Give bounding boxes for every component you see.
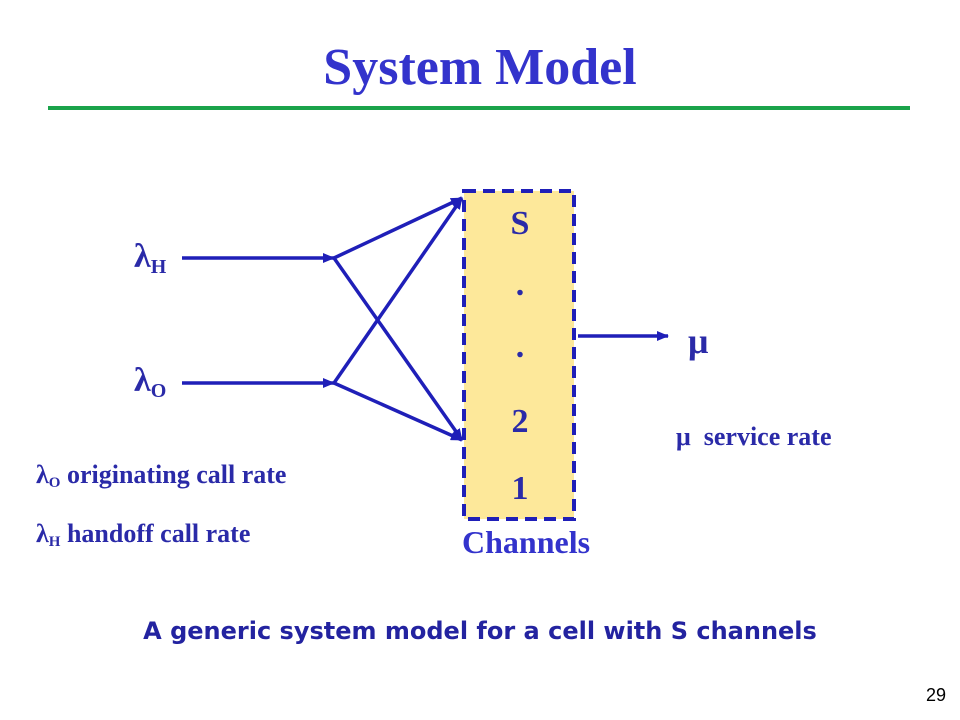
lambda-symbol: λ (36, 460, 49, 489)
channel-label-dot: . (515, 328, 525, 365)
originating-to-top-arrow (332, 197, 464, 384)
channel-label-s: S (510, 205, 530, 242)
originating-to-bottom-arrow (333, 381, 463, 442)
legend-originating: λO originating call rate (36, 460, 286, 492)
originating-rate-label: λO (134, 362, 166, 403)
channels-label: Channels (462, 524, 591, 560)
figure-caption: A generic system model for a cell with S… (143, 617, 817, 645)
legend-service-rate: μ service rate (676, 422, 832, 452)
subscript: H (48, 534, 61, 550)
lambda-symbol: λ (134, 238, 151, 275)
handoff-to-bottom-arrow (332, 256, 464, 442)
handoff-rate-label: λH (134, 238, 166, 279)
service-rate-symbol: μ (688, 321, 709, 361)
page-title: System Model (323, 39, 637, 96)
lambda-symbol: λ (134, 362, 151, 399)
subscript: H (150, 256, 167, 278)
channel-label-dot: . (515, 266, 525, 303)
legend-text: handoff call rate (66, 519, 251, 548)
handoff-to-top-arrow (333, 196, 463, 260)
legend-text: service rate (703, 422, 832, 451)
channel-box (462, 189, 576, 521)
legend-handoff: λH handoff call rate (36, 519, 250, 551)
channel-label-2: 2 (511, 403, 529, 440)
lambda-symbol: λ (36, 519, 49, 548)
title-divider (48, 106, 910, 110)
legend-text: originating call rate (66, 460, 287, 489)
channel-label-1: 1 (511, 470, 529, 507)
page-number: 29 (925, 685, 946, 705)
subscript: O (48, 475, 61, 491)
mu-symbol: μ (676, 422, 691, 451)
subscript: O (150, 380, 167, 402)
